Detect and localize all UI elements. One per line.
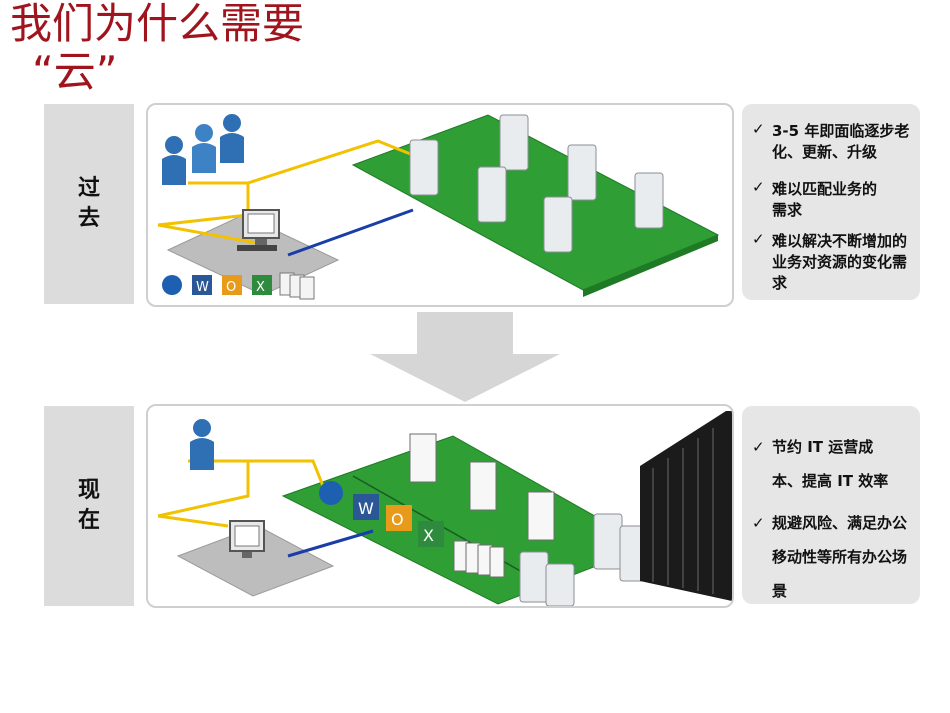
svg-text:W: W: [358, 499, 374, 518]
user-server-link-line: [247, 139, 414, 185]
user-cloud-link-line: [248, 459, 325, 487]
past-notes: ✓ 3-5 年即面临逐步老化、更新、升级 ✓ 难以匹配业务的需求 ✓ 难以解决不…: [742, 104, 920, 300]
past-note-2: ✓ 难以匹配业务的需求: [752, 178, 878, 219]
outlook-icon: O: [386, 505, 412, 531]
past-note-1: ✓ 3-5 年即面临逐步老化、更新、升级: [752, 120, 910, 161]
check-icon: ✓: [752, 438, 765, 456]
now-note-2: ✓ 规避风险、满足办公移动性等所有办公场景: [750, 506, 910, 608]
desk-link-line: [157, 514, 229, 528]
document-stack-icon: [409, 433, 555, 578]
past-label-char-2: 去: [77, 206, 100, 231]
svg-text:W: W: [196, 280, 209, 295]
check-icon: ✓: [752, 178, 765, 196]
now-label-char-1: 现: [77, 478, 100, 503]
server-icon: [409, 114, 664, 253]
past-label-char-1: 过: [77, 176, 100, 201]
server-platform-edge: [583, 235, 718, 297]
outlook-icon: [222, 275, 242, 295]
word-icon: W: [353, 494, 379, 520]
users-icon: [162, 114, 244, 185]
cloud-platform: [281, 435, 650, 605]
svg-text:O: O: [391, 510, 404, 529]
past-label: 过 去: [44, 104, 134, 304]
office-icons-row: W O X: [162, 272, 315, 300]
now-note-1: ✓ 节约 IT 运营成本、提高 IT 效率: [750, 430, 890, 498]
past-diagram: W O X: [157, 114, 720, 300]
svg-text:X: X: [256, 280, 265, 295]
svg-text:X: X: [423, 526, 434, 545]
excel-icon: [252, 275, 272, 295]
now-label-char-2: 在: [77, 508, 100, 533]
now-notes: ✓ 节约 IT 运营成本、提高 IT 效率 ✓ 规避风险、满足办公移动性等所有办…: [742, 406, 920, 604]
check-icon: ✓: [752, 120, 765, 138]
now-label: 现 在: [44, 406, 134, 606]
computer-cloud-link-line: [287, 529, 374, 558]
past-note-3: ✓ 难以解决不断增加的业务对资源的变化需求: [752, 230, 908, 292]
user-link-line: [157, 459, 250, 518]
windows-icon: [162, 275, 182, 295]
down-arrow-icon: [370, 312, 560, 402]
check-icon: ✓: [752, 230, 765, 248]
users-icon: [190, 419, 214, 470]
svg-text:O: O: [226, 280, 236, 295]
desk-link-line: [157, 223, 269, 247]
document-stack-icon: [279, 272, 315, 300]
computer-server-link-line: [287, 208, 414, 257]
title-line-2: “云”: [32, 47, 118, 96]
user-link-line: [157, 181, 250, 227]
check-icon: ✓: [752, 514, 765, 532]
computer-icon: [229, 520, 265, 558]
platform-divider: [352, 475, 539, 582]
word-icon: [192, 275, 212, 295]
page-title: 我们为什么需要 “云”: [10, 0, 304, 96]
computer-icon: [237, 209, 280, 251]
datacenter-rack-icon: [640, 411, 732, 601]
past-diagram-panel: W O X: [146, 103, 734, 307]
title-line-1: 我们为什么需要: [10, 0, 305, 48]
now-diagram: W O X: [157, 411, 732, 606]
excel-icon: X: [418, 521, 444, 547]
windows-icon: [319, 481, 343, 505]
now-diagram-panel: W O X: [146, 404, 734, 608]
